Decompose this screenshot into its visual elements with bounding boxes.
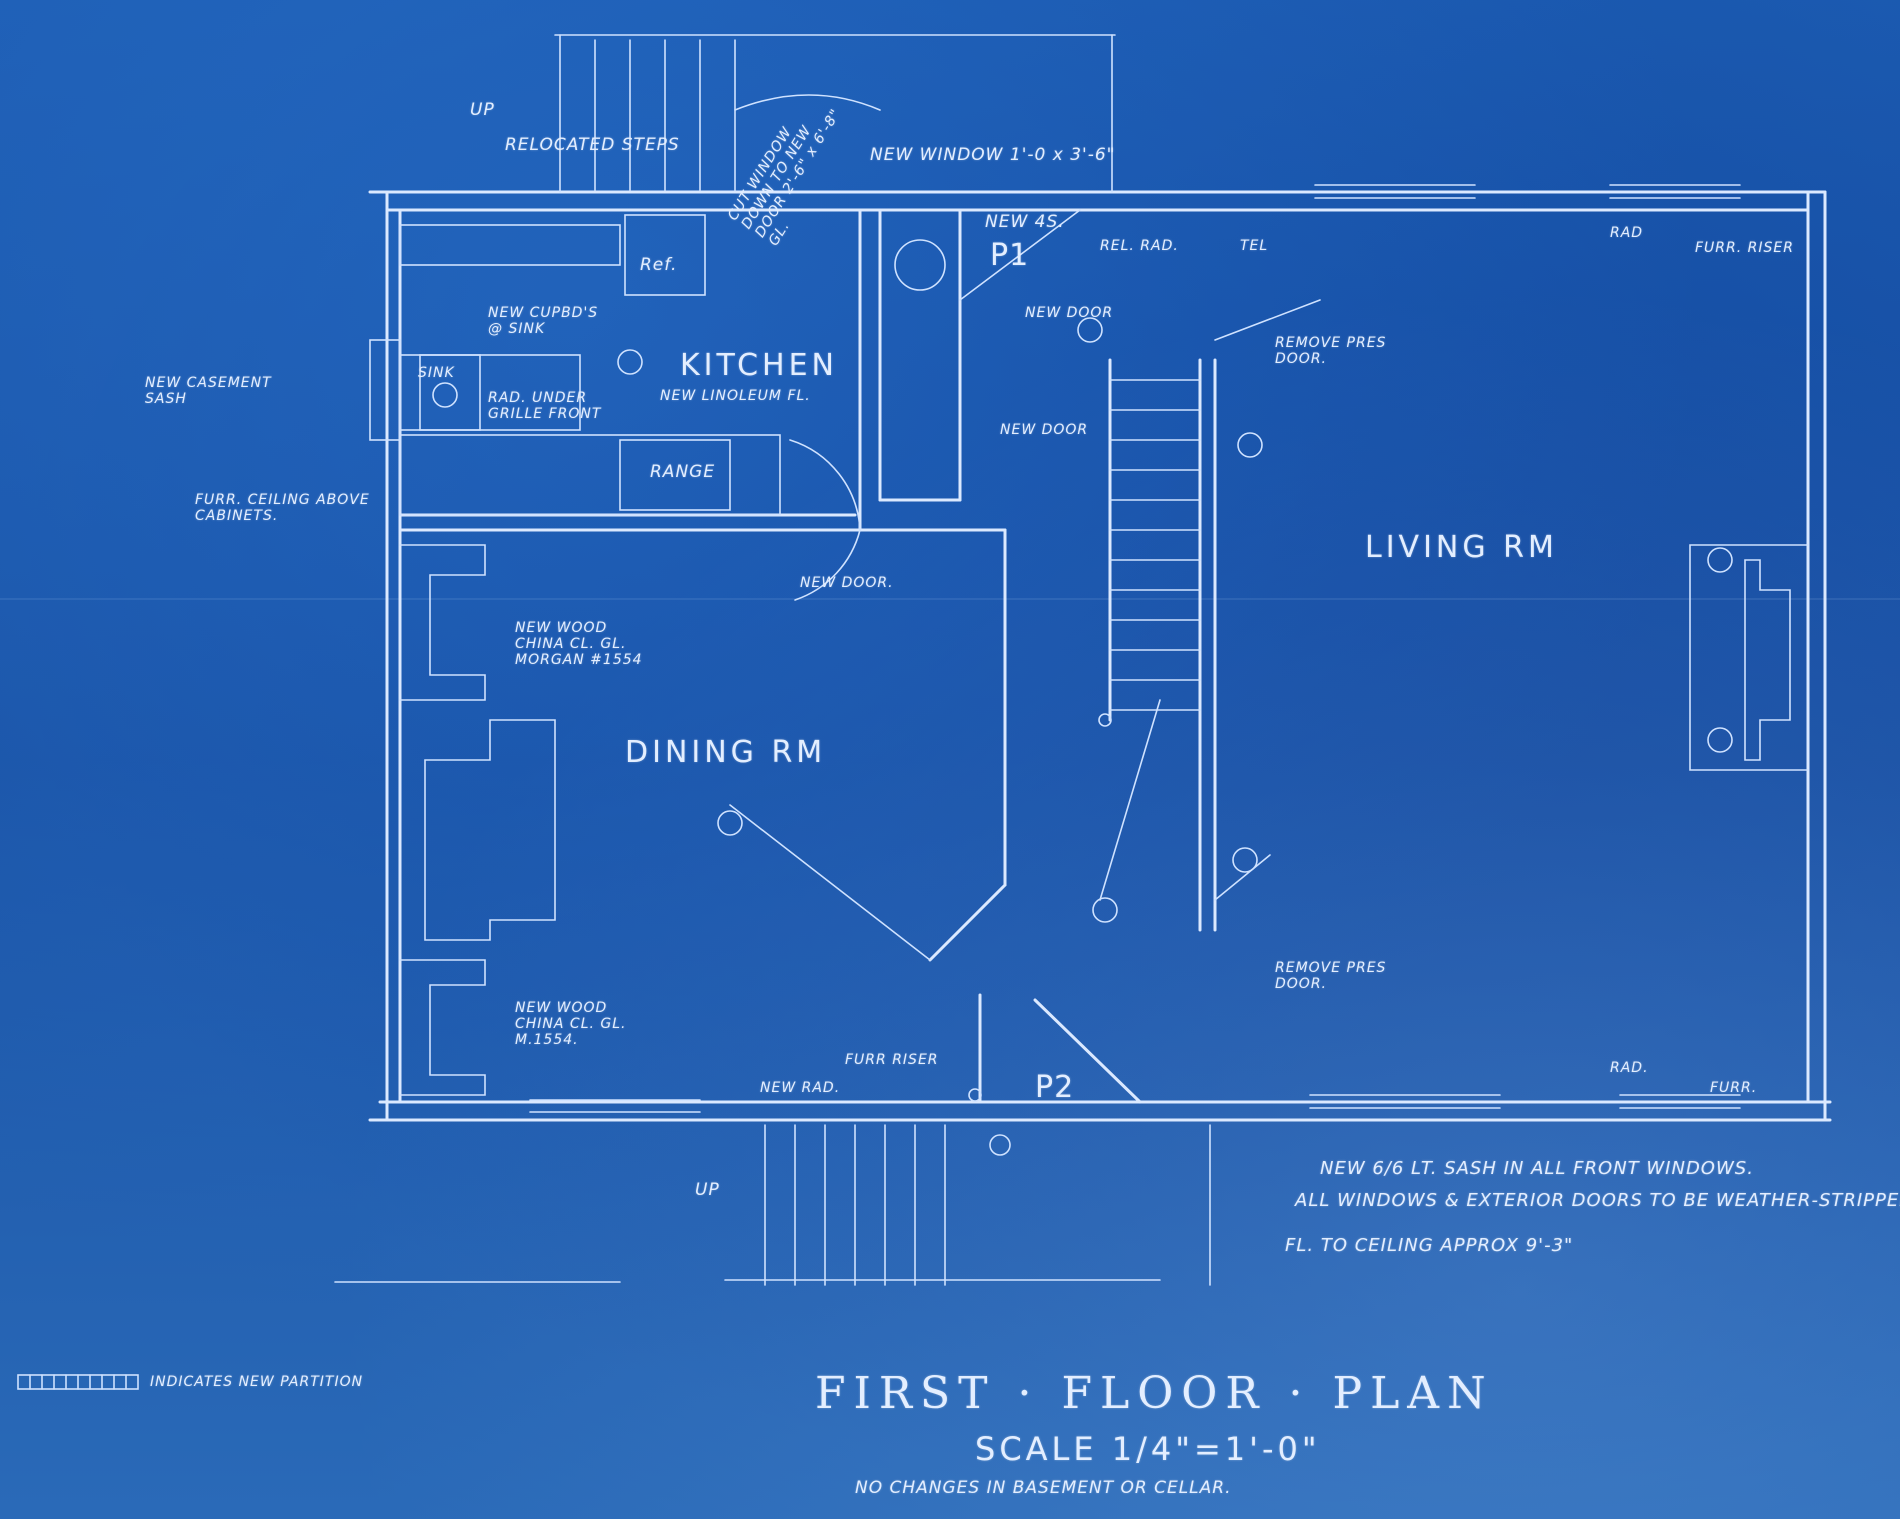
up-bottom-label: UP — [695, 1180, 720, 1200]
new-door-2-label: NEW DOOR — [1000, 422, 1089, 438]
door-swings — [729, 209, 1321, 961]
dining-rm-label: DINING RM — [625, 735, 827, 770]
note-sash-label: NEW 6/6 LT. SASH IN ALL FRONT WINDOWS. — [1320, 1158, 1754, 1179]
kitchen-cabinets — [369, 214, 781, 516]
new-cupbds-label: NEW CUPBD'S @ SINK — [488, 305, 599, 337]
range-label: RANGE — [650, 462, 716, 482]
china-closets — [399, 544, 556, 1096]
rel-rad-label: REL. RAD. — [1100, 238, 1179, 254]
paper-fold-line — [0, 598, 1900, 600]
new-4s-label: NEW 4S. — [985, 212, 1065, 232]
new-linoleum-label: NEW LINOLEUM FL. — [660, 388, 811, 404]
fireplace — [1689, 544, 1809, 771]
furr-riser-top-label: FURR. RISER — [1695, 240, 1794, 256]
light-fixtures — [432, 239, 1733, 1156]
relocated-steps-label: RELOCATED STEPS — [505, 135, 680, 155]
no-changes-label: NO CHANGES IN BASEMENT OR CELLAR. — [855, 1478, 1232, 1498]
new-rad-label: NEW RAD. — [760, 1080, 841, 1096]
new-wood-china-2-label: NEW WOOD CHINA CL. GL. M.1554. — [515, 1000, 627, 1048]
rad-top-label: RAD — [1610, 225, 1644, 241]
scale-label: SCALE 1/4"=1'-0" — [975, 1430, 1321, 1468]
front-steps-drawing — [334, 1124, 1211, 1286]
windows — [529, 184, 1741, 1113]
legend-label: INDICATES NEW PARTITION — [150, 1374, 364, 1390]
rad-under-label: RAD. UNDER GRILLE FRONT — [488, 390, 602, 422]
new-door-1-label: NEW DOOR — [1025, 305, 1114, 321]
sink-label: SINK — [418, 365, 455, 381]
furr-bottom-label: FURR. — [1710, 1080, 1758, 1096]
kitchen-label: KITCHEN — [680, 348, 838, 383]
furr-ceiling-label: FURR. CEILING ABOVE CABINETS. — [195, 492, 370, 524]
staircase — [1099, 379, 1201, 901]
rad-bottom-label: RAD. — [1610, 1060, 1649, 1076]
new-partition-legend-hatch — [17, 1374, 139, 1390]
new-casement-label: NEW CASEMENT SASH — [145, 375, 272, 407]
remove-pres-door-1-label: REMOVE PRES DOOR. — [1275, 335, 1387, 367]
furr-riser-bottom-label: FURR RISER — [845, 1052, 939, 1068]
relocated-steps-drawing — [554, 34, 1116, 193]
living-rm-label: LIVING RM — [1365, 530, 1558, 565]
remove-pres-door-2-label: REMOVE PRES DOOR. — [1275, 960, 1387, 992]
note-ceiling-height-label: FL. TO CEILING APPROX 9'-3" — [1285, 1235, 1574, 1256]
new-door-3-label: NEW DOOR. — [800, 575, 894, 591]
new-wood-china-1-label: NEW WOOD CHINA CL. GL. MORGAN #1554 — [515, 620, 643, 668]
new-window-label: NEW WINDOW 1'-0 x 3'-6" — [870, 145, 1116, 165]
ref-label: Ref. — [640, 255, 678, 275]
tel-label: TEL — [1240, 238, 1269, 254]
plan-title: FIRST · FLOOR · PLAN — [815, 1368, 1494, 1419]
up-top-label: UP — [470, 100, 495, 120]
interior-walls — [398, 208, 1217, 1104]
p1-label: P1 — [990, 238, 1030, 273]
p2-label: P2 — [1035, 1070, 1075, 1105]
note-weather-strip-label: ALL WINDOWS & EXTERIOR DOORS TO BE WEATH… — [1295, 1190, 1900, 1211]
